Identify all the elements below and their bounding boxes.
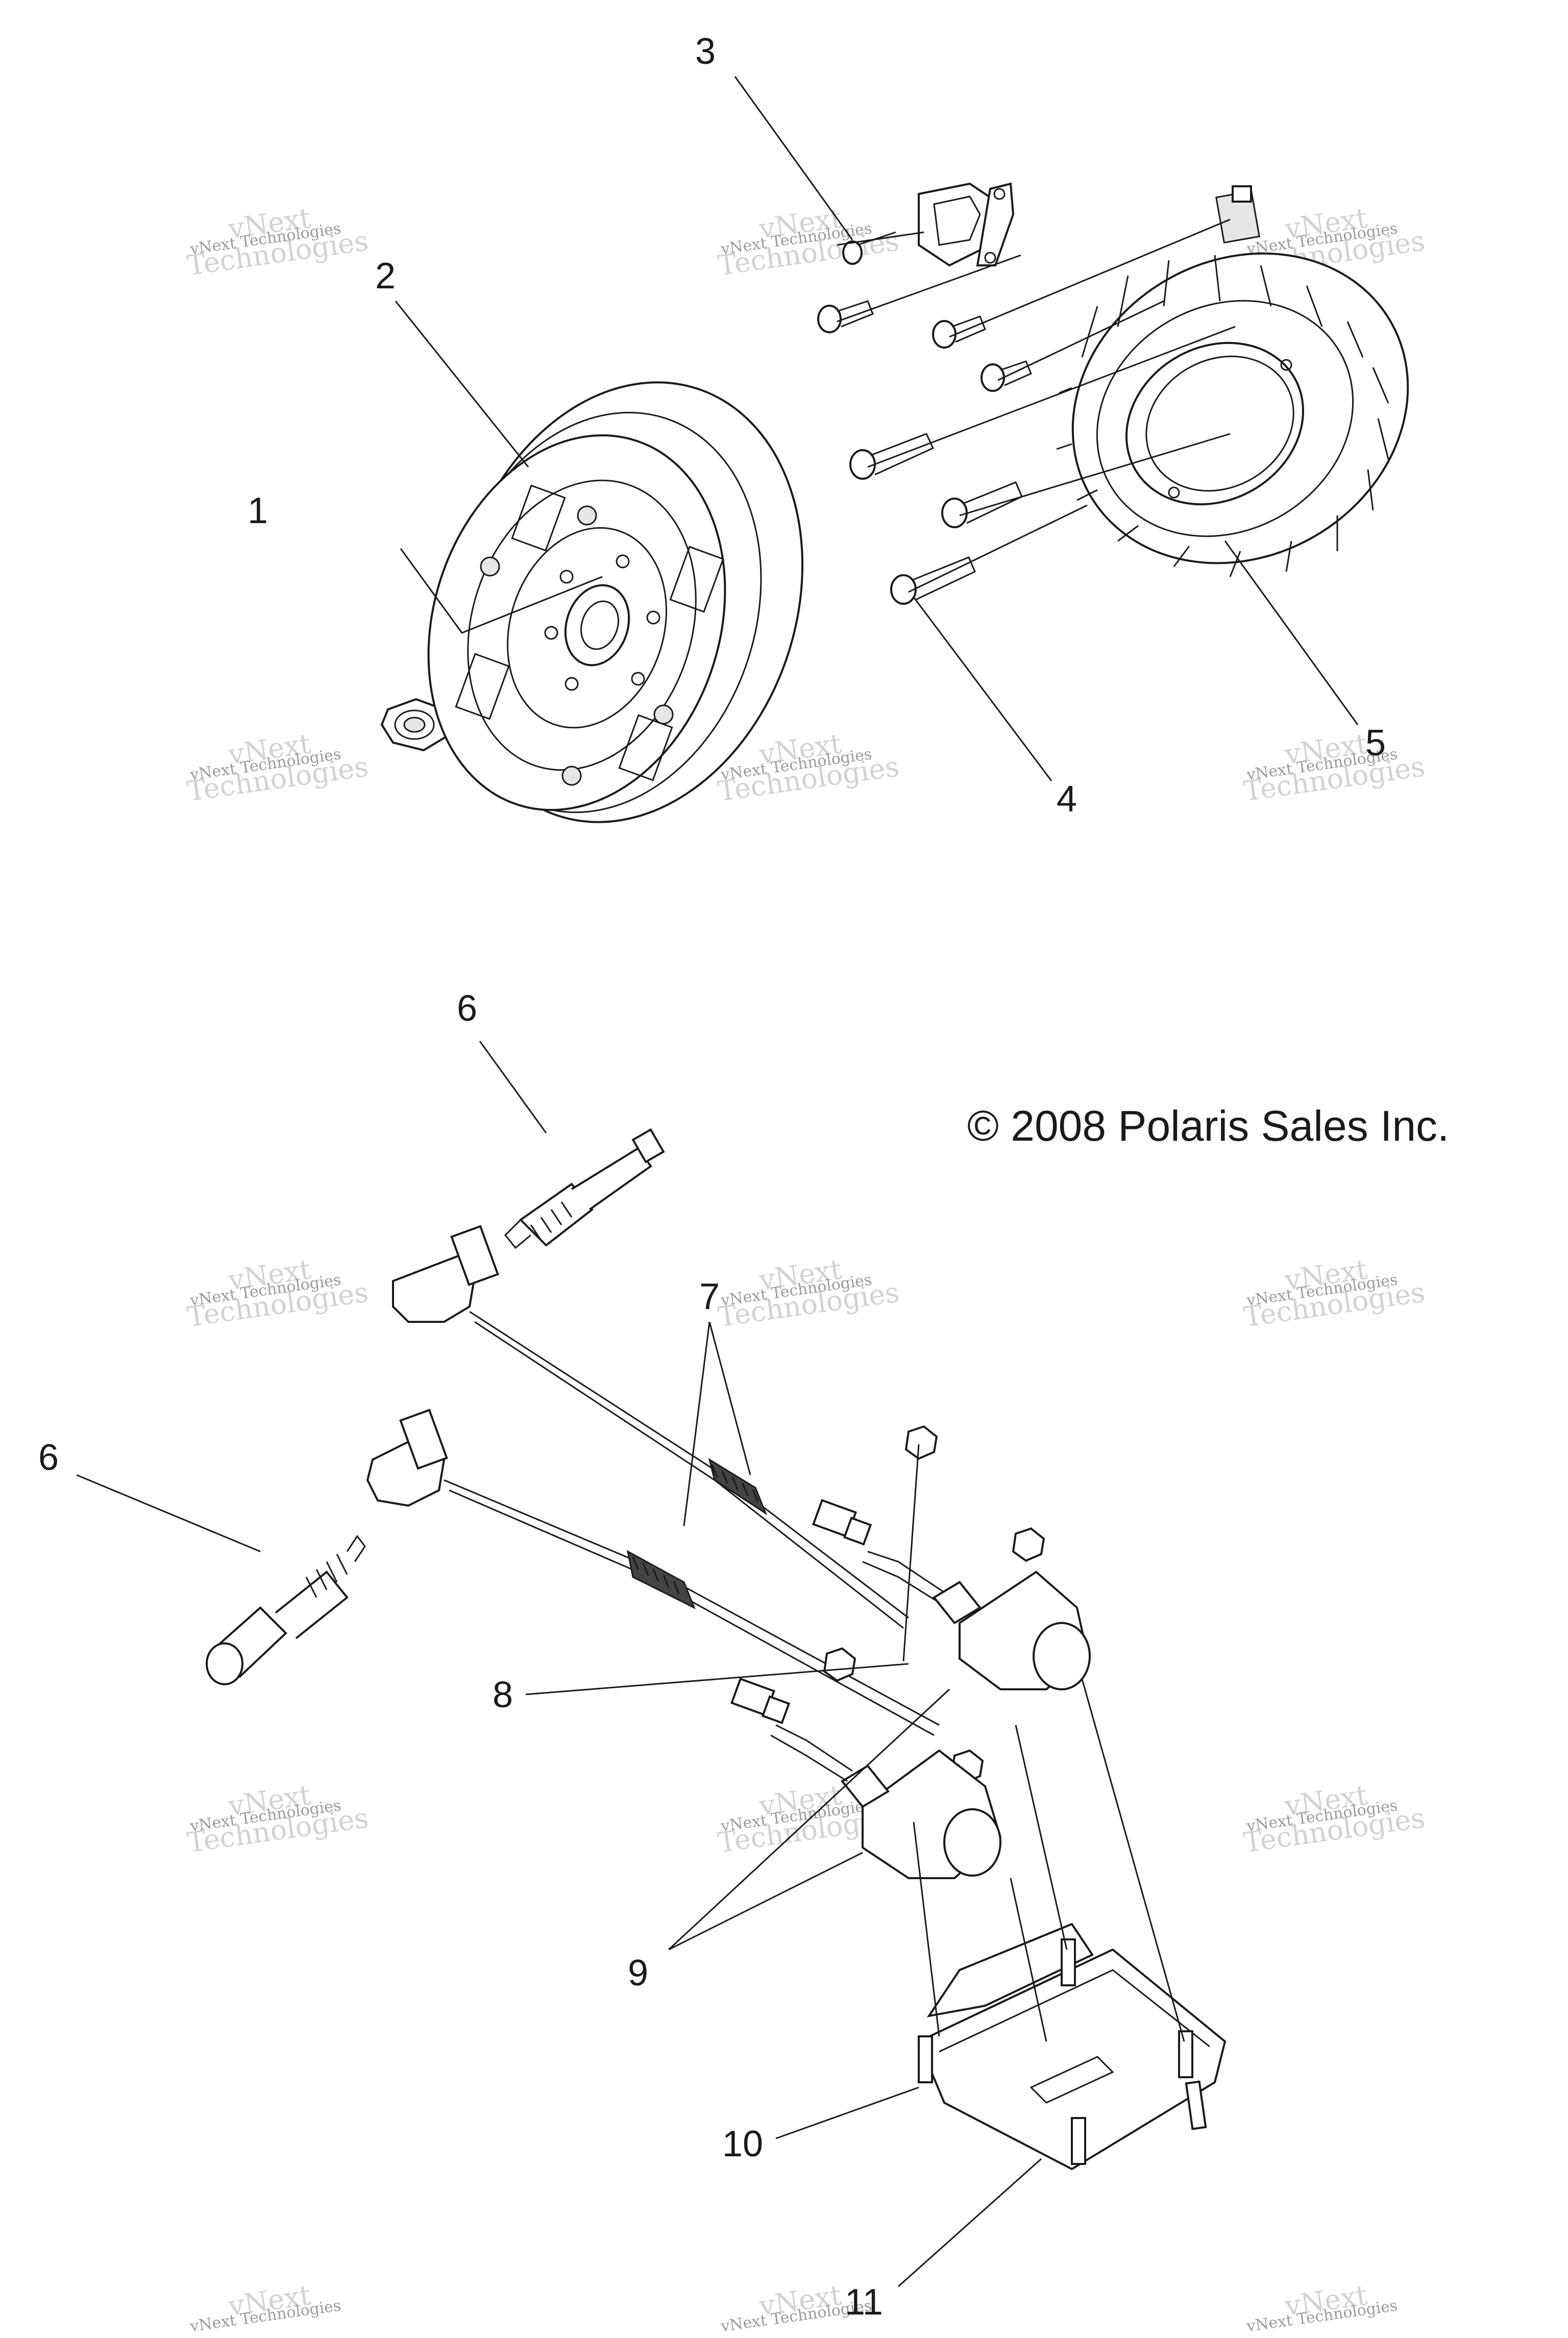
- callout-6-lower: 6: [38, 1437, 59, 1478]
- coil-bracket: [913, 1679, 1227, 2171]
- watermark: Technologies vNext vNext Technologies: [185, 1779, 371, 1859]
- callout-11: 11: [845, 2282, 883, 2323]
- spark-plug-wires: [366, 1225, 940, 1736]
- flywheel-nut: [380, 698, 451, 752]
- ignition-coil-lower: [730, 1677, 1002, 1879]
- callout-1: 1: [248, 490, 268, 531]
- callout-2: 2: [375, 256, 396, 297]
- leader-lines: [76, 76, 1359, 2287]
- copyright-text: © 2008 Polaris Sales Inc.: [967, 1102, 1449, 1150]
- watermark: Technologies vNext vNext Technologies: [185, 202, 371, 282]
- callout-3: 3: [695, 31, 716, 72]
- spark-plug-lower: [206, 1535, 366, 1685]
- callout-7: 7: [699, 1276, 720, 1317]
- watermark: vNext vNext Technologies: [188, 2279, 342, 2335]
- callout-6-upper: 6: [457, 988, 477, 1029]
- stator: [1056, 185, 1409, 577]
- trigger-sensor: [842, 182, 1015, 267]
- callout-5: 5: [1365, 723, 1386, 764]
- flywheel: [427, 381, 804, 823]
- watermark: Technologies vNext vNext Technologies: [1242, 1779, 1427, 1859]
- watermark: Technologies vNext vNext Technologies: [185, 1253, 371, 1333]
- watermark: Technologies vNext vNext Technologies: [716, 202, 901, 282]
- callout-10: 10: [722, 2124, 763, 2164]
- watermark: Technologies vNext vNext Technologies: [1242, 1253, 1427, 1333]
- callouts: 1 2 3 4 5 6 6 7 8 9 10 11: [38, 31, 1386, 2323]
- stator-bolts: [817, 300, 1032, 605]
- watermark: vNext vNext Technologies: [1245, 2279, 1399, 2335]
- spark-plug-upper: [504, 1128, 665, 1249]
- callout-8: 8: [493, 1675, 513, 1715]
- watermark: Technologies vNext vNext Technologies: [185, 727, 371, 807]
- callout-9: 9: [628, 1953, 648, 1994]
- watermark: Technologies vNext vNext Technologies: [1242, 727, 1427, 807]
- watermark: Technologies vNext vNext Technologies: [716, 1253, 901, 1333]
- callout-4: 4: [1057, 779, 1077, 820]
- ignition-coil-upper: [812, 1498, 1091, 1690]
